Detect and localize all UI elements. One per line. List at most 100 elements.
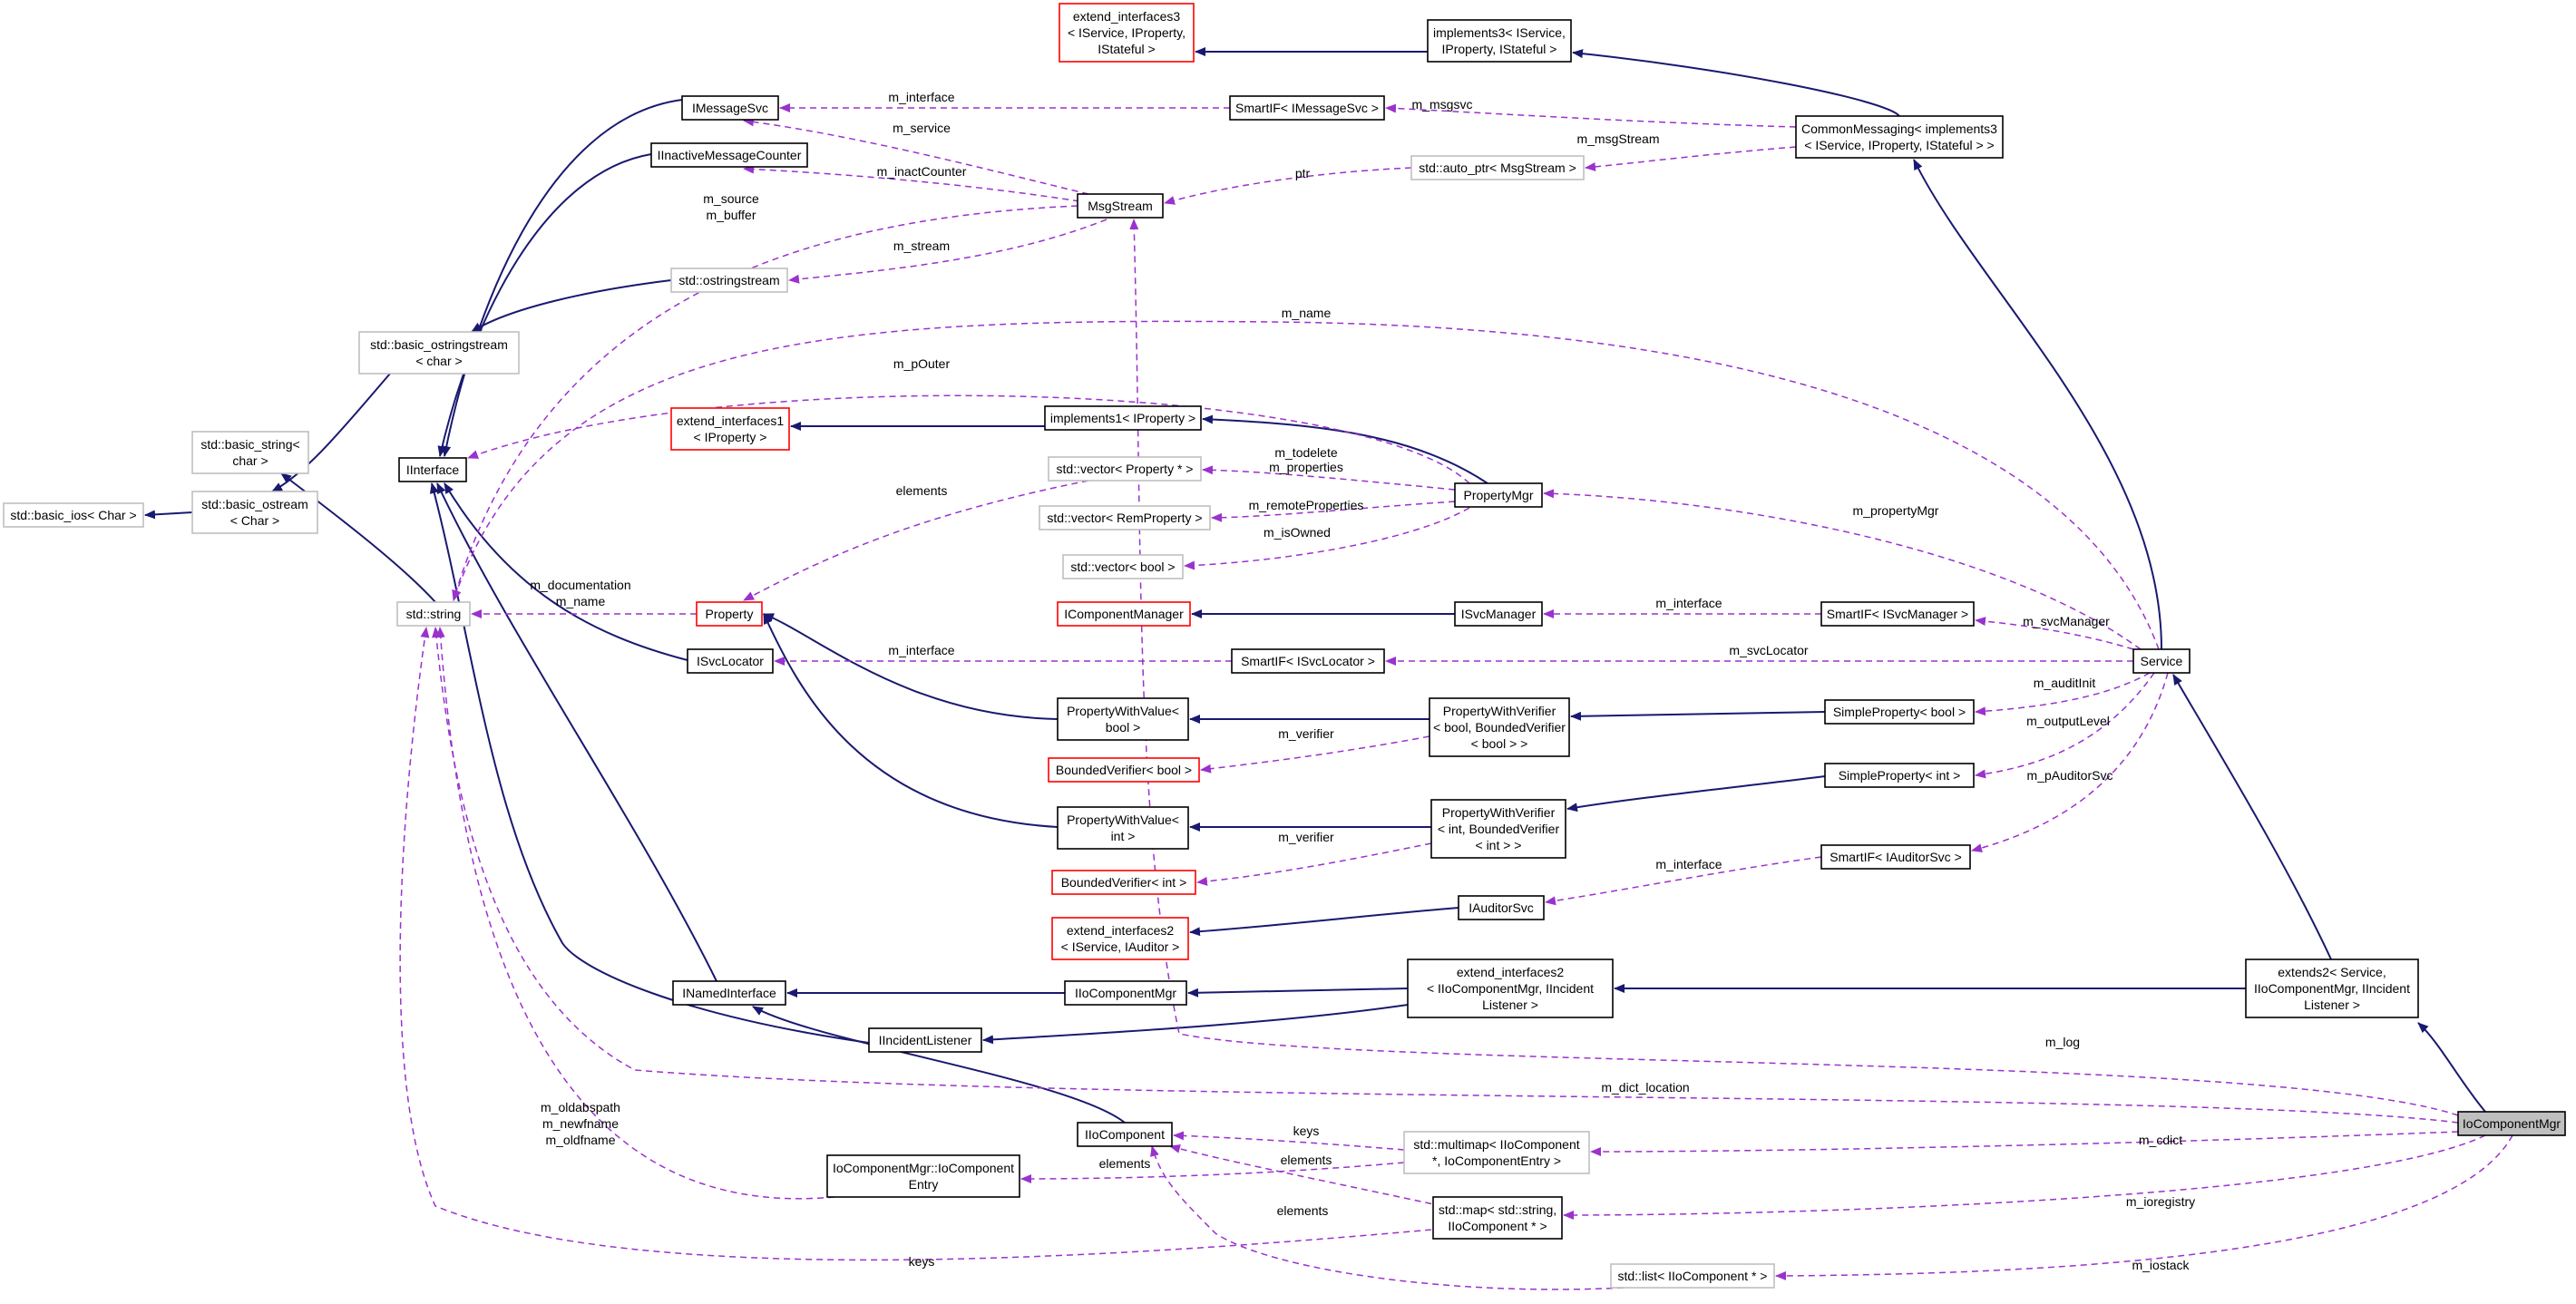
class-node-extends2[interactable]: extends2< Service,IIoComponentMgr, IInci… bbox=[2245, 959, 2419, 1018]
class-node-iinterface[interactable]: IInterface bbox=[398, 457, 467, 482]
class-node-simple-int[interactable]: SimpleProperty< int > bbox=[1824, 763, 1975, 788]
class-node-iocompmgr[interactable]: IoComponentMgr bbox=[2457, 1111, 2566, 1136]
class-node-label: IMessageSvc bbox=[692, 101, 768, 115]
class-node-service[interactable]: Service bbox=[2132, 648, 2191, 674]
usage-edge-multimap-entry bbox=[1020, 1162, 1405, 1183]
inheritance-edge-iinactive-iinterface bbox=[437, 153, 652, 457]
class-node-pwver-int[interactable]: PropertyWithVerifier< int, BoundedVerifi… bbox=[1430, 799, 1566, 859]
class-node-label: std::vector< bool > bbox=[1070, 560, 1175, 574]
class-node-isvcmgr[interactable]: ISvcManager bbox=[1454, 601, 1543, 627]
class-node-basic-ostringstream: std::basic_ostringstream< char > bbox=[358, 331, 520, 375]
class-node-box bbox=[1062, 554, 1184, 579]
inheritance-edge-service-commonmsg bbox=[1913, 159, 2162, 650]
inheritance-edge-iiocomp-inamed bbox=[752, 1006, 1126, 1124]
class-node-iinactive[interactable]: IInactiveMessageCounter bbox=[650, 142, 808, 168]
class-node-label: IIncidentListener bbox=[879, 1033, 972, 1047]
class-node-label: IProperty, IStateful > bbox=[1442, 42, 1557, 56]
class-node-imsgsvc[interactable]: IMessageSvc bbox=[681, 95, 779, 121]
class-node-pwv-int[interactable]: PropertyWithValue<int > bbox=[1057, 806, 1189, 850]
class-node-box bbox=[1430, 799, 1566, 859]
class-node-impl3[interactable]: implements3< IService,IProperty, IStatef… bbox=[1427, 19, 1572, 63]
usage-edge-list-iiocomp bbox=[1150, 1145, 1625, 1290]
edge-label-m-verifier-int: m_verifier bbox=[1278, 830, 1334, 844]
class-node-iauditorsvc[interactable]: IAuditorSvc bbox=[1458, 895, 1545, 920]
class-node-iincident[interactable]: IIncidentListener bbox=[868, 1027, 982, 1053]
class-node-box bbox=[2245, 959, 2419, 1018]
class-node-pwv-bool[interactable]: PropertyWithValue<bool > bbox=[1057, 697, 1189, 741]
class-node-box bbox=[1429, 697, 1570, 757]
class-node-label: IStateful > bbox=[1098, 42, 1155, 56]
class-node-label: ISvcManager bbox=[1461, 607, 1537, 621]
class-node-simple-bool[interactable]: SimpleProperty< bool > bbox=[1824, 699, 1975, 725]
edge-label-m-pAuditorSvc: m_pAuditorSvc bbox=[2027, 768, 2113, 783]
edge-label-m-cdict: m_cdict bbox=[2139, 1133, 2182, 1147]
class-node-map[interactable]: std::map< std::string,IIoComponent * > bbox=[1432, 1196, 1563, 1240]
class-node-smartif-svcmgr[interactable]: SmartIF< ISvcManager > bbox=[1820, 601, 1975, 627]
class-node-label: Property bbox=[706, 607, 754, 621]
inheritance-edge-iincident-iinterface bbox=[429, 482, 870, 1044]
class-node-iiocompmgr[interactable]: IIoComponentMgr bbox=[1064, 980, 1187, 1006]
class-node-smartif-msgsvc[interactable]: SmartIF< IMessageSvc > bbox=[1229, 95, 1385, 121]
class-node-box bbox=[1044, 405, 1202, 431]
class-node-label: IComponentManager bbox=[1064, 607, 1184, 621]
edge-label-m-propertyMgr: m_propertyMgr bbox=[1853, 503, 1939, 518]
edge-label-m-documentation: m_documentation bbox=[530, 578, 630, 592]
class-node-label: PropertyMgr bbox=[1463, 488, 1533, 502]
edge-label-elements-prop: elements bbox=[896, 483, 948, 498]
node-layer: extend_interfaces3< IService, IProperty,… bbox=[3, 3, 2566, 1289]
class-node-icompmgr[interactable]: IComponentManager bbox=[1057, 601, 1191, 627]
class-node-iiocomp[interactable]: IIoComponent bbox=[1077, 1122, 1173, 1147]
class-node-entry[interactable]: IoComponentMgr::IoComponentEntry bbox=[826, 1154, 1020, 1198]
class-node-label: char > bbox=[232, 453, 268, 468]
class-node-msgstream[interactable]: MsgStream bbox=[1077, 193, 1164, 219]
class-node-commonmsg[interactable]: CommonMessaging< implements3< IService, … bbox=[1795, 115, 2004, 159]
class-node-label: INamedInterface bbox=[682, 986, 776, 1000]
class-node-impl1[interactable]: implements1< IProperty > bbox=[1044, 405, 1202, 431]
edge-label-m-svcManager: m_svcManager bbox=[2023, 614, 2110, 628]
class-node-bv-int[interactable]: BoundedVerifier< int > bbox=[1051, 870, 1196, 895]
class-node-label: std::basic_ostream bbox=[201, 497, 308, 511]
class-node-box bbox=[398, 457, 467, 482]
class-node-label: SmartIF< ISvcLocator > bbox=[1241, 654, 1375, 668]
class-node-box bbox=[1057, 697, 1189, 741]
class-node-propmgr[interactable]: PropertyMgr bbox=[1454, 482, 1543, 508]
edge-label-m-source: m_source bbox=[703, 191, 759, 206]
class-node-ext2-io[interactable]: extend_interfaces2< IIoComponentMgr, IIn… bbox=[1407, 959, 1614, 1018]
inheritance-edge-basic_ostream-basic_ios bbox=[144, 510, 193, 520]
class-node-label: std::ostringstream bbox=[678, 273, 779, 287]
inheritance-edge-imsgsvc-iinterface bbox=[442, 99, 683, 457]
class-node-ext3[interactable]: extend_interfaces3< IService, IProperty,… bbox=[1059, 3, 1195, 63]
class-node-bv-bool[interactable]: BoundedVerifier< bool > bbox=[1048, 757, 1200, 783]
class-node-label: bool > bbox=[1106, 720, 1141, 735]
class-node-label: < IIoComponentMgr, IIncident bbox=[1427, 981, 1594, 996]
edge-label-m-buffer: m_buffer bbox=[707, 208, 756, 222]
class-node-ext2-aud[interactable]: extend_interfaces2< IService, IAuditor > bbox=[1051, 917, 1189, 960]
class-node-inamed[interactable]: INamedInterface bbox=[672, 980, 786, 1006]
class-node-property[interactable]: Property bbox=[696, 601, 763, 627]
class-node-basic-ostream: std::basic_ostream< Char > bbox=[191, 491, 318, 534]
usage-edge-pwver_bool-bv_bool bbox=[1200, 735, 1430, 774]
class-node-box bbox=[1410, 155, 1585, 180]
class-node-label: PropertyWithValue< bbox=[1067, 813, 1179, 827]
class-node-box bbox=[1051, 870, 1196, 895]
class-node-box bbox=[1820, 844, 1971, 870]
usage-edge-autoptr-msgstream bbox=[1164, 167, 1412, 205]
class-node-box bbox=[191, 431, 309, 474]
class-node-pwver-bool[interactable]: PropertyWithVerifier< bool, BoundedVerif… bbox=[1429, 697, 1570, 757]
edge-label-m-name-top: m_name bbox=[1282, 306, 1332, 320]
class-node-smartif-auditor[interactable]: SmartIF< IAuditorSvc > bbox=[1820, 844, 1971, 870]
class-node-label: < IService, IProperty, bbox=[1068, 25, 1186, 40]
class-node-ext1[interactable]: extend_interfaces1< IProperty > bbox=[670, 407, 790, 451]
usage-edge-propmgr-iinterface bbox=[467, 394, 1470, 484]
usage-edge-msgstream-imsgsvc bbox=[743, 117, 1089, 195]
edge-label-m-auditInit: m_auditInit bbox=[2034, 676, 2096, 690]
class-node-label: Listener > bbox=[2304, 997, 2360, 1012]
edge-label-m-name-prop: m_name bbox=[556, 594, 606, 608]
class-node-label: < bool, BoundedVerifier bbox=[1433, 720, 1566, 735]
usage-edge-iocompmgr-list bbox=[1775, 1134, 2513, 1280]
edge-label-m-dict-location: m_dict_location bbox=[1601, 1080, 1689, 1095]
class-node-isvcloc[interactable]: ISvcLocator bbox=[687, 648, 774, 674]
class-node-smartif-svcloc[interactable]: SmartIF< ISvcLocator > bbox=[1231, 648, 1385, 674]
class-node-box bbox=[1057, 806, 1189, 850]
